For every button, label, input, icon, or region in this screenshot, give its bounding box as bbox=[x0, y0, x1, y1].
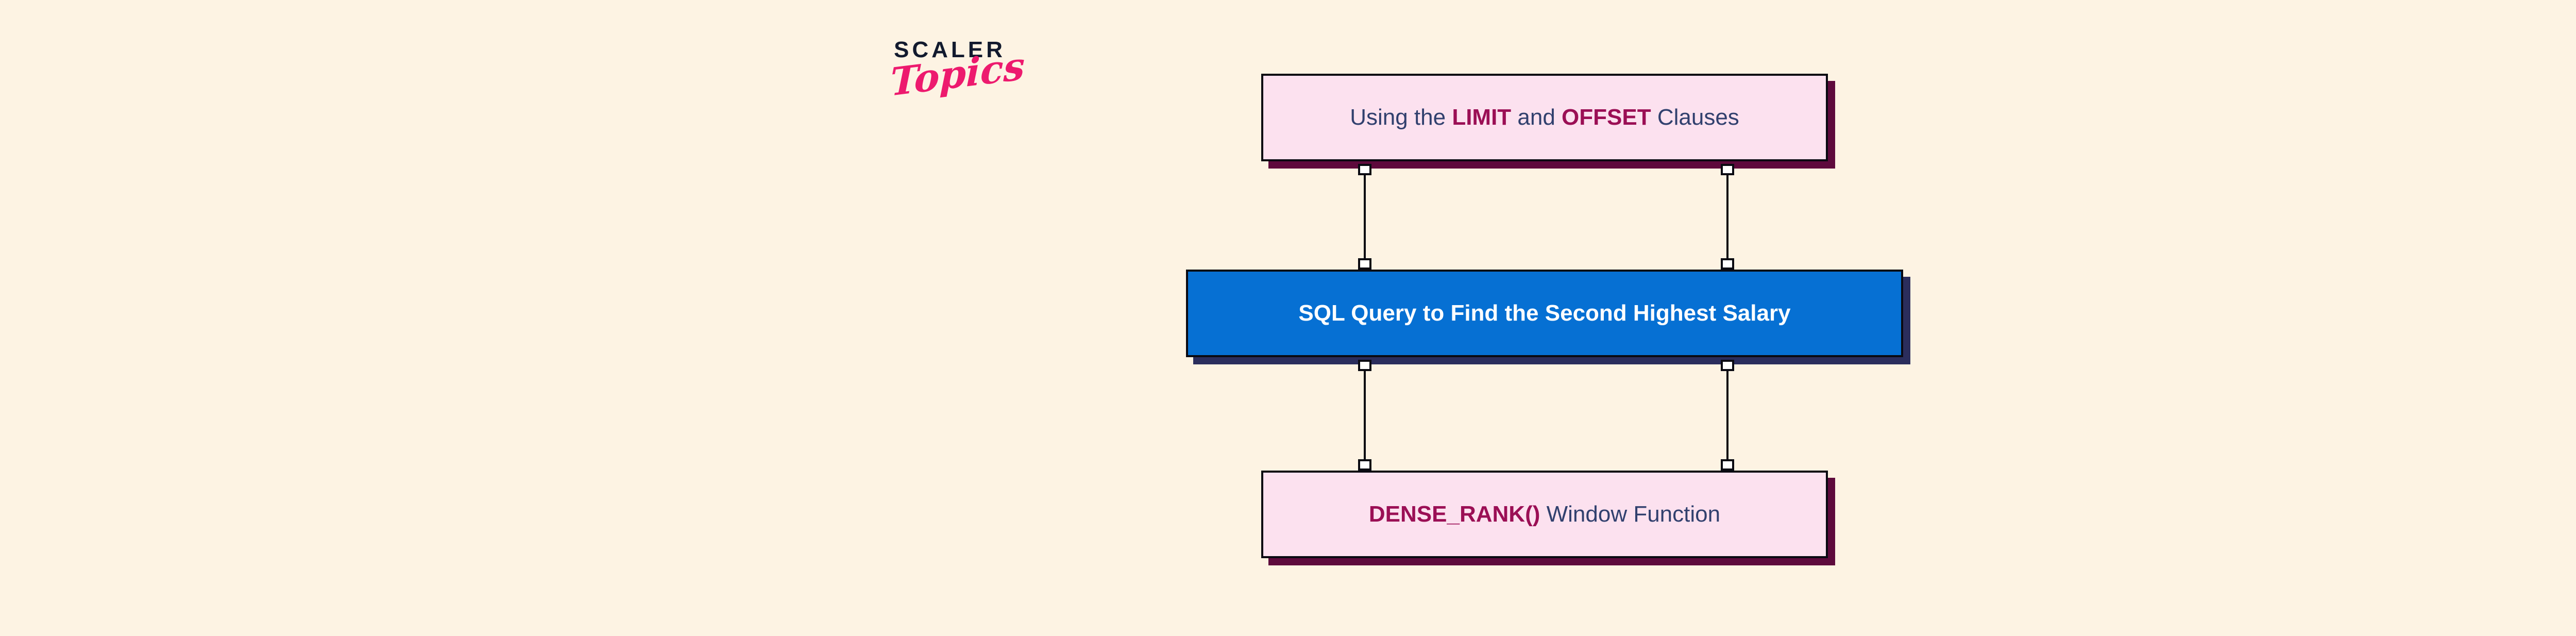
connector-handle-top[interactable] bbox=[1358, 360, 1371, 371]
node-limit-offset-run-1: LIMIT bbox=[1452, 104, 1512, 130]
connector-limit-offset-to-main-right bbox=[1721, 164, 1734, 270]
node-sql-query-second-highest-salary[interactable]: SQL Query to Find the Second Highest Sal… bbox=[1186, 270, 1903, 357]
connector-line bbox=[1364, 164, 1366, 270]
node-dense-rank-window-function[interactable]: DENSE_RANK() Window Function bbox=[1261, 471, 1828, 558]
node-dense-rank-run-0: DENSE_RANK() bbox=[1368, 501, 1540, 527]
connector-main-to-dense-rank-right bbox=[1721, 360, 1734, 471]
node-sql-query-second-highest-salary-label: SQL Query to Find the Second Highest Sal… bbox=[1298, 300, 1791, 326]
node-limit-offset-label: Using the LIMIT and OFFSET Clauses bbox=[1335, 105, 1754, 130]
node-limit-offset[interactable]: Using the LIMIT and OFFSET Clauses bbox=[1261, 74, 1828, 161]
connector-limit-offset-to-main-left bbox=[1358, 164, 1371, 270]
connector-line bbox=[1364, 360, 1366, 471]
connector-main-to-dense-rank-left bbox=[1358, 360, 1371, 471]
connector-handle-bottom[interactable] bbox=[1358, 459, 1371, 471]
connector-handle-bottom[interactable] bbox=[1358, 258, 1371, 270]
connector-line bbox=[1726, 360, 1728, 471]
connector-handle-bottom[interactable] bbox=[1721, 258, 1734, 270]
connector-handle-bottom[interactable] bbox=[1721, 459, 1734, 471]
connector-handle-top[interactable] bbox=[1721, 360, 1734, 371]
node-limit-offset-run-0: Using the bbox=[1350, 104, 1452, 130]
scaler-topics-logo: SCALER Topics bbox=[890, 37, 1048, 126]
node-limit-offset-run-4: Clauses bbox=[1651, 104, 1739, 130]
connector-line bbox=[1726, 164, 1728, 270]
node-dense-rank-label: DENSE_RANK() Window Function bbox=[1354, 501, 1735, 527]
node-limit-offset-run-3: OFFSET bbox=[1562, 104, 1651, 130]
node-limit-offset-run-2: and bbox=[1511, 104, 1562, 130]
node-dense-rank-run-1: Window Function bbox=[1540, 501, 1721, 527]
connector-handle-top[interactable] bbox=[1721, 164, 1734, 175]
connector-handle-top[interactable] bbox=[1358, 164, 1371, 175]
logo-wordmark-scaler: SCALER bbox=[894, 37, 1006, 62]
